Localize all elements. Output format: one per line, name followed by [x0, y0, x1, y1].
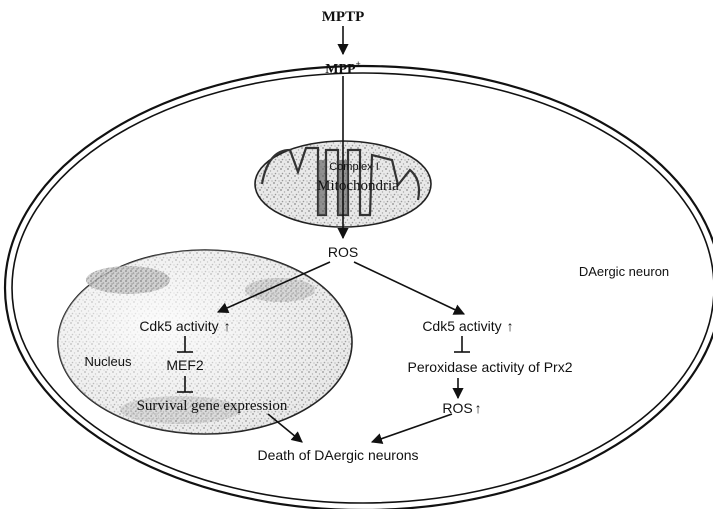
mpp-superscript: +: [356, 59, 361, 69]
mitochondria-label: Mitochondria: [317, 178, 399, 194]
cyto-cdk5-label: Cdk5 activity↑: [422, 318, 513, 334]
up-arrow-icon: ↑: [475, 400, 482, 416]
mef2-label: MEF2: [166, 357, 204, 373]
complex-i-label: Complex I: [329, 161, 379, 173]
prx2-label: Peroxidase activity of Prx2: [408, 359, 573, 375]
up-arrow-icon: ↑: [507, 318, 514, 334]
nucleus-label: Nucleus: [85, 354, 132, 369]
arrow-ros-to-cyto-cdk5: [354, 262, 464, 314]
cyto-ros-label: ROS↑: [442, 400, 481, 416]
up-arrow-icon: ↑: [224, 318, 231, 334]
daergic-neuron-label: DAergic neuron: [579, 264, 669, 279]
nucleus-cdk5-label: Cdk5 activity↑: [139, 318, 230, 334]
arrow-cyto-ros-to-death: [372, 414, 452, 442]
ros-center-label: ROS: [328, 244, 358, 260]
death-label: Death of DAergic neurons: [257, 447, 418, 463]
mpp-label: MPP+: [325, 59, 360, 77]
survival-gene-label: Survival gene expression: [137, 398, 288, 414]
mptp-label: MPTP: [322, 9, 365, 25]
